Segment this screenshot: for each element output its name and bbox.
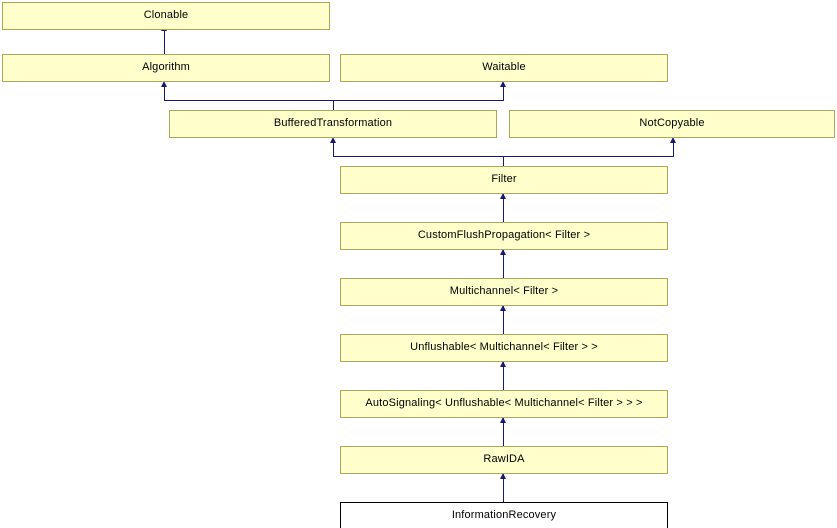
edge-multichannel-customflushpropagation bbox=[503, 248, 504, 280]
edge-bus-riser-algorithm bbox=[164, 86, 165, 101]
arrowhead-unflushable bbox=[500, 361, 506, 367]
class-label: RawIDA bbox=[483, 453, 525, 465]
edge-bus-riser-bufferedtransformation bbox=[333, 142, 334, 157]
class-node-rawida[interactable]: RawIDA bbox=[340, 446, 668, 474]
arrowhead-notcopyable bbox=[670, 137, 676, 143]
edge-algorithm-clonable bbox=[164, 30, 165, 56]
arrowhead-rawida bbox=[500, 473, 506, 479]
edge-autosignaling-unflushable bbox=[503, 360, 504, 392]
class-node-unflushable[interactable]: Unflushable< Multichannel< Filter > > bbox=[340, 334, 668, 362]
edge-rawida-autosignaling bbox=[503, 416, 504, 448]
class-label: AutoSignaling< Unflushable< Multichannel… bbox=[365, 397, 643, 409]
class-node-filter[interactable]: Filter bbox=[340, 166, 668, 194]
class-node-waitable[interactable]: Waitable bbox=[340, 54, 668, 82]
arrowhead-waitable bbox=[500, 81, 506, 87]
class-label: CustomFlushPropagation< Filter > bbox=[417, 229, 591, 241]
class-label: BufferedTransformation bbox=[273, 117, 393, 129]
class-node-algorithm[interactable]: Algorithm bbox=[2, 54, 330, 82]
class-label: Unflushable< Multichannel< Filter > > bbox=[410, 341, 598, 353]
class-node-informationrecovery[interactable]: InformationRecovery bbox=[340, 502, 668, 528]
arrowhead-bufferedtransformation bbox=[330, 137, 336, 143]
arrowhead-algorithm bbox=[161, 81, 167, 87]
class-label: Multichannel< Filter > bbox=[449, 285, 559, 297]
edge-bus-row2 bbox=[164, 100, 504, 101]
edge-bus-riser-waitable bbox=[503, 86, 504, 101]
edge-customflushpropagation-filter bbox=[503, 192, 504, 224]
class-node-bufferedtransformation[interactable]: BufferedTransformation bbox=[169, 110, 497, 138]
class-label: NotCopyable bbox=[639, 117, 705, 129]
class-label: Waitable bbox=[482, 61, 526, 73]
class-label: InformationRecovery bbox=[451, 509, 557, 521]
edge-bus-riser-notcopyable bbox=[673, 142, 674, 157]
class-node-customflushpropagation[interactable]: CustomFlushPropagation< Filter > bbox=[340, 222, 668, 250]
arrowhead-multichannel bbox=[500, 305, 506, 311]
edge-informationrecovery-rawida bbox=[503, 472, 504, 504]
class-label: Clonable bbox=[143, 9, 189, 21]
edge-bus-row3 bbox=[333, 156, 674, 157]
edge-bufferedtransformation-stub bbox=[333, 100, 334, 112]
class-node-notcopyable[interactable]: NotCopyable bbox=[509, 110, 835, 138]
edge-filter-stub bbox=[503, 156, 504, 168]
class-node-clonable[interactable]: Clonable bbox=[2, 2, 330, 30]
class-label: Filter bbox=[491, 173, 517, 185]
arrowhead-filter bbox=[500, 193, 506, 199]
arrowhead-customflushpropagation bbox=[500, 249, 506, 255]
class-node-multichannel[interactable]: Multichannel< Filter > bbox=[340, 278, 668, 306]
arrowhead-autosignaling bbox=[500, 417, 506, 423]
edge-unflushable-multichannel bbox=[503, 304, 504, 336]
class-node-autosignaling[interactable]: AutoSignaling< Unflushable< Multichannel… bbox=[340, 390, 668, 418]
class-label: Algorithm bbox=[142, 61, 190, 73]
